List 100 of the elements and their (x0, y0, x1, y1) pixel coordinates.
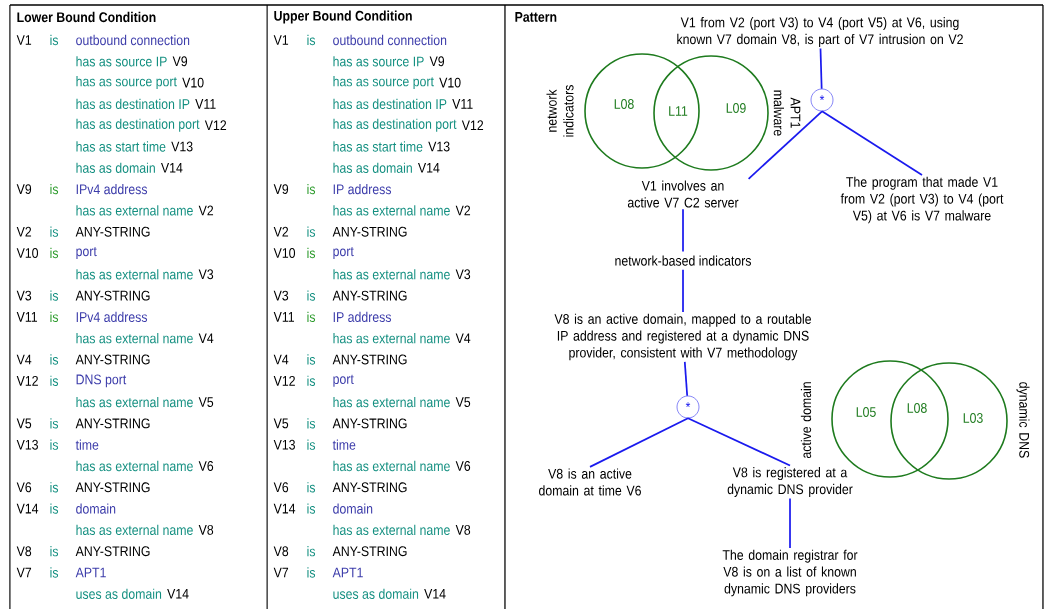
type-text: ANY-STRING (332, 482, 407, 493)
relation-text: has as source IP (333, 56, 424, 67)
relation-text: is (307, 183, 316, 195)
circle-heading: active domain (800, 382, 812, 459)
relation-text: is (307, 546, 316, 557)
statement-text: V1 from V2 (port V3) to V4 (port V5) at V6, using known V7 domain V8, is part of V7 intrusion on V2 (677, 17, 963, 47)
variable-name: V3 (455, 269, 471, 280)
connector-line (747, 110, 823, 180)
variable-name: V12 (273, 375, 295, 386)
variable-name: V9 (172, 56, 188, 67)
variable-name: V5 (16, 418, 32, 429)
connector-line (819, 47, 823, 90)
variable-name: V14 (418, 163, 440, 173)
variable-name: V4 (198, 333, 214, 343)
variable-name: V4 (455, 333, 471, 343)
relation-text: is (307, 354, 316, 365)
statement-text: V8 is an active domain, mapped to a routable IP address and registered at a dynamic DNS provider, consistent with V7 methodology (554, 313, 811, 361)
circle-heading: network indicators (546, 85, 574, 137)
variable-name: V12 (461, 120, 484, 131)
variable-name: V14 (273, 503, 296, 514)
variable-name: V10 (182, 77, 204, 88)
variable-name: V8 (198, 524, 214, 535)
connector-line (821, 110, 923, 176)
variable-name: V12 (16, 375, 38, 386)
variable-name: V3 (273, 290, 289, 301)
region-label: L11 (669, 106, 688, 116)
type-text: IPv4 address (76, 183, 148, 195)
variable-name: V8 (273, 546, 289, 557)
relation-text: is (50, 183, 59, 195)
variable-name: V12 (204, 120, 227, 131)
connector-line (683, 361, 689, 397)
relation-text: is (50, 354, 59, 365)
relation-text: has as external name (333, 205, 450, 216)
relation-text: has as start time (333, 141, 423, 152)
panel-heading: Pattern (515, 12, 557, 22)
column-heading: Upper Bound Condition (274, 10, 412, 24)
variable-name: V5 (455, 397, 471, 407)
variable-name: V10 (16, 248, 39, 258)
type-text: IPv4 address (76, 311, 148, 323)
relation-text: uses as domain (76, 588, 162, 599)
variable-name: V13 (171, 141, 193, 152)
circle-heading: APT1 malware (773, 90, 801, 136)
type-text: APT1 (75, 567, 106, 578)
type-text: domain (76, 503, 116, 514)
variable-name: V2 (455, 205, 471, 216)
type-text: ANY-STRING (332, 546, 407, 557)
variable-name: V6 (273, 482, 289, 493)
type-text: time (75, 439, 99, 450)
relation-text: is (50, 503, 59, 514)
variable-name: V11 (16, 312, 37, 322)
type-text: time (332, 439, 356, 450)
relation-text: is (50, 418, 59, 429)
variable-name: V2 (198, 205, 214, 216)
relation-text: is (307, 375, 316, 386)
variable-name: V6 (198, 461, 214, 471)
type-text: port (76, 247, 97, 259)
relation-text: is (50, 546, 59, 557)
type-text: ANY-STRING (75, 290, 150, 301)
type-text: port (333, 374, 354, 387)
variable-name: V4 (273, 354, 289, 365)
type-text: outbound connection (76, 34, 190, 46)
relation-text: has as external name (76, 396, 193, 408)
region-label: L08 (907, 403, 927, 413)
variable-name: V7 (273, 567, 289, 578)
relation-text: is (50, 34, 59, 46)
relation-text: has as destination port (76, 118, 200, 132)
type-text: ANY-STRING (75, 546, 150, 557)
variable-name: V3 (16, 290, 32, 301)
type-text: port (333, 247, 354, 259)
relation-text: is (307, 567, 316, 578)
variable-name: V13 (428, 141, 450, 152)
relation-text: has as source port (333, 76, 434, 90)
relation-text: has as source IP (76, 56, 167, 67)
variable-name: V14 (424, 589, 446, 599)
variable-name: V6 (455, 461, 471, 471)
type-text: ANY-STRING (75, 418, 150, 429)
relation-text: is (50, 482, 59, 493)
statement-text: The domain registrar for V8 is on a list of known dynamic DNS providers (722, 549, 858, 597)
relation-text: is (50, 226, 59, 237)
relation-text: has as external name (333, 269, 450, 280)
relation-text: has as external name (333, 396, 450, 408)
relation-text: is (307, 247, 316, 259)
variable-name: V14 (16, 503, 39, 514)
relation-text: is (50, 375, 59, 386)
type-text: DNS port (76, 374, 127, 388)
variable-name: V9 (429, 56, 445, 67)
relation-text: is (50, 567, 59, 578)
variable-name: V1 (16, 35, 32, 45)
relation-text: is (50, 290, 59, 301)
variable-name: V11 (273, 312, 294, 322)
type-text: APT1 (332, 567, 363, 578)
variable-name: V10 (273, 248, 296, 258)
relation-text: has as domain (76, 162, 155, 173)
type-text: IP address (333, 311, 392, 323)
variable-name: V7 (16, 567, 32, 578)
relation-text: has as external name (76, 460, 193, 472)
variable-name: V14 (161, 163, 183, 173)
variable-name: V6 (16, 482, 32, 493)
type-text: ANY-STRING (332, 354, 407, 365)
relation-text: has as external name (76, 269, 193, 280)
